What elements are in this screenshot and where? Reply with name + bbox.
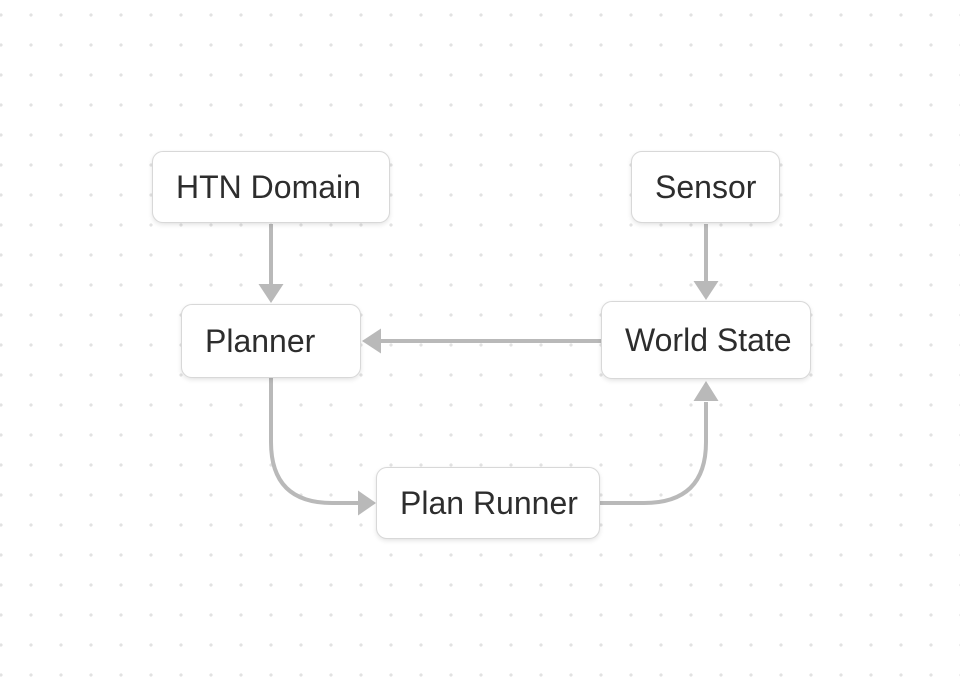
node-plan-runner-label: Plan Runner bbox=[400, 484, 578, 521]
arrowhead-plan-runner-to-world-state-icon bbox=[693, 381, 719, 401]
node-sensor-label: Sensor bbox=[655, 168, 757, 205]
arrowhead-planner-to-plan-runner-icon bbox=[358, 490, 376, 516]
node-htn-domain-label: HTN Domain bbox=[176, 168, 361, 205]
arrowhead-world-state-to-planner-icon bbox=[362, 328, 381, 354]
node-world-state[interactable]: World State bbox=[601, 301, 811, 379]
node-planner[interactable]: Planner bbox=[181, 304, 361, 378]
node-world-state-label: World State bbox=[625, 321, 792, 358]
arrowhead-sensor-to-world-state-icon bbox=[693, 281, 719, 300]
node-planner-label: Planner bbox=[205, 322, 316, 359]
arrowhead-htn-domain-to-planner-icon bbox=[258, 284, 284, 303]
node-htn-domain[interactable]: HTN Domain bbox=[152, 151, 390, 223]
node-plan-runner[interactable]: Plan Runner bbox=[376, 467, 600, 539]
edge-planner-to-plan-runner[interactable] bbox=[269, 378, 359, 505]
edge-plan-runner-to-world-state[interactable] bbox=[600, 402, 708, 505]
node-sensor[interactable]: Sensor bbox=[631, 151, 780, 223]
